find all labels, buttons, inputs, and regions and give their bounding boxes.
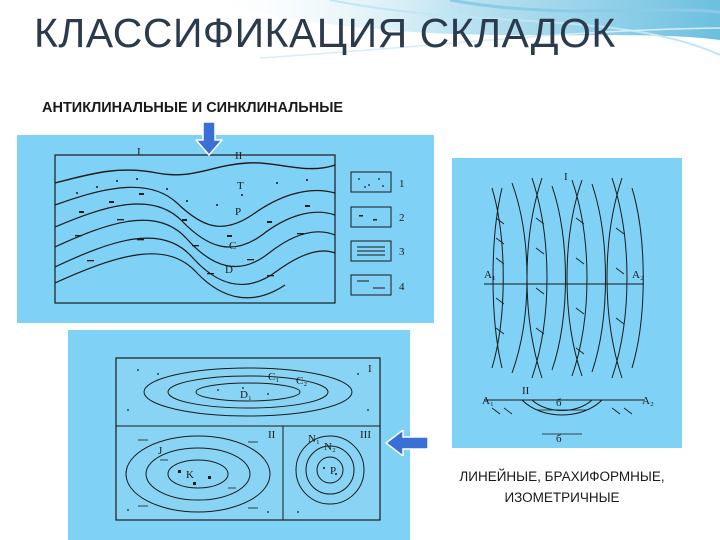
map-label-c2: C₂	[296, 375, 307, 387]
map-label-roman-2: II	[268, 429, 276, 441]
legend-number-2: 2	[399, 212, 405, 224]
mark-b-lower: б	[556, 433, 562, 445]
layer-label-c: C	[229, 240, 236, 252]
down-arrow-icon	[195, 122, 223, 156]
map-label-roman-1: I	[368, 363, 372, 375]
map-label-n1: N₁	[308, 433, 320, 445]
legend-number-4: 4	[399, 281, 405, 293]
map-label-roman-3: III	[360, 429, 371, 441]
subtitle-line-1: ЛИНЕЙНЫЕ, БРАХИФОРМНЫЕ,	[459, 469, 665, 484]
map-label-n2: N₂	[324, 441, 336, 453]
layer-label-p: P	[235, 206, 241, 218]
subtitle-line-2: ИЗОМЕТРИЧНЫЕ	[504, 490, 620, 505]
mark-b-upper: б	[556, 397, 562, 409]
subtitle-linear-brachy-isometric: ЛИНЕЙНЫЕ, БРАХИФОРМНЫЕ, ИЗОМЕТРИЧНЫЕ	[412, 466, 712, 508]
map-label-p: P	[330, 465, 336, 477]
legend-number-1: 1	[399, 178, 405, 190]
label-roman-2-linear: II	[522, 385, 530, 397]
linear-folds-figure: I II A₁ A₂ A₁ A₂ б б	[452, 158, 682, 448]
layer-label-t: T	[237, 180, 244, 192]
section-label-a2-top: A₂	[632, 269, 644, 281]
section-label-a1-top: A₁	[484, 269, 496, 281]
slide-title: КЛАССИФИКАЦИЯ СКЛАДОК	[34, 10, 616, 56]
map-label-j: J	[158, 445, 163, 457]
section-label-a2-bottom: A₂	[642, 395, 654, 407]
fold-profile-figure: I II T P C D 1 2 3 4	[17, 135, 434, 323]
label-roman-1: I	[137, 146, 141, 158]
map-folds-figure: I II III C₁ C₂ D₁ N₁ N₂ P K J	[68, 330, 410, 540]
fold-profile-drawing	[54, 154, 392, 304]
map-label-k: K	[186, 469, 194, 481]
layer-label-d: D	[225, 264, 233, 276]
linear-folds-drawing	[484, 177, 644, 435]
map-label-c1: C₁	[268, 371, 279, 383]
label-roman-1-linear: I	[564, 171, 568, 183]
left-arrow-icon	[385, 430, 429, 456]
legend-number-3: 3	[399, 246, 405, 258]
map-folds-drawing	[115, 357, 381, 521]
subtitle-anticlinal-synclinal: АНТИКЛИНАЛЬНЫЕ И СИНКЛИНАЛЬНЫЕ	[42, 100, 344, 116]
section-label-a1-bottom: A₁	[482, 395, 494, 407]
map-label-d1: D₁	[240, 389, 252, 401]
label-roman-2: II	[235, 150, 243, 162]
